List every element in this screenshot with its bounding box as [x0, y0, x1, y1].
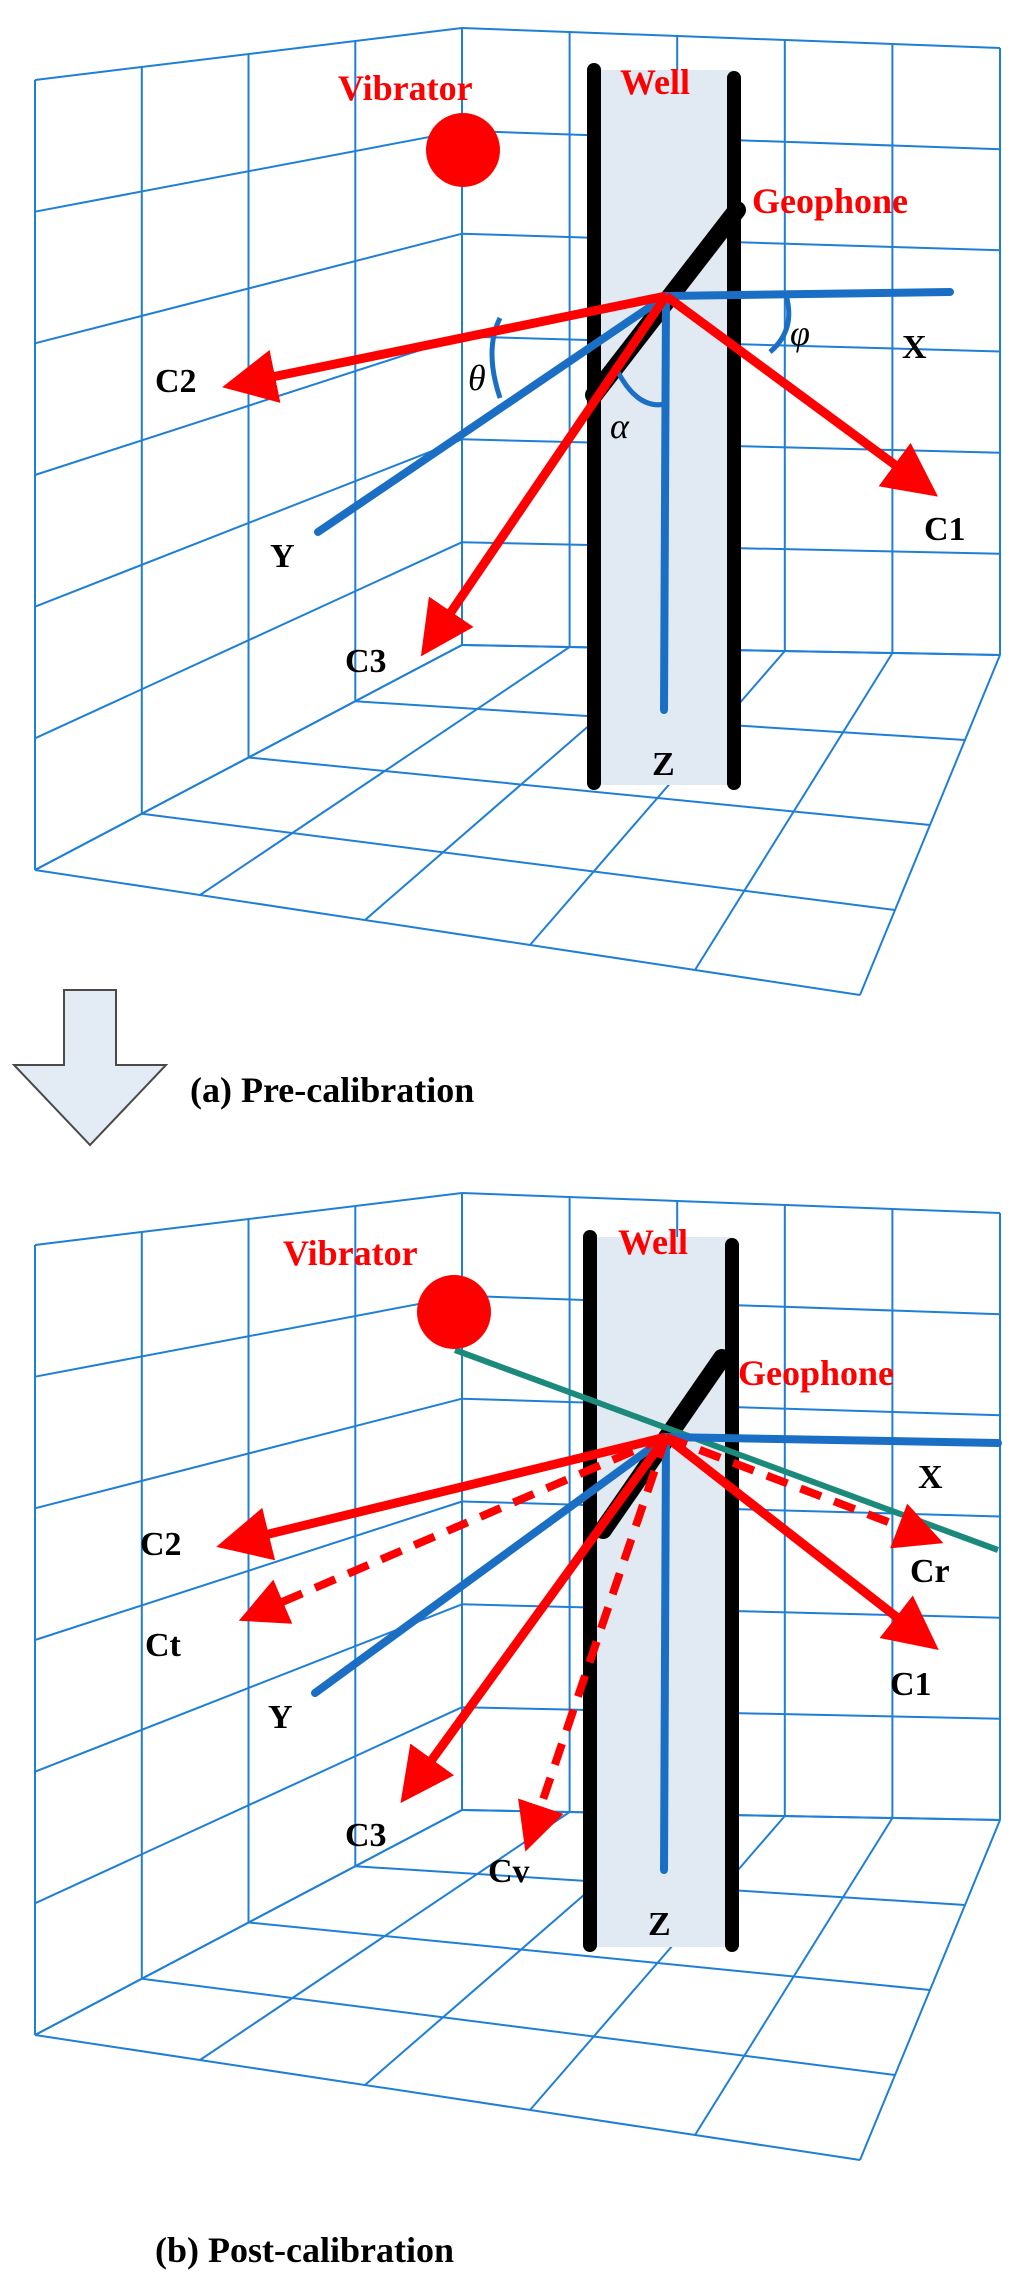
panel-b-ct-arrow	[238, 1433, 668, 1624]
panel-b-vibrator-label: Vibrator	[283, 1233, 418, 1273]
panel-a-c3-arrow	[420, 293, 670, 657]
panel-a-z-label: Z	[652, 746, 675, 783]
panel-a-vibrator-label: Vibrator	[338, 68, 473, 108]
panel-a-phi-arc	[768, 294, 792, 354]
panel-b-y-axis	[311, 1433, 670, 1697]
panel-b-vibrator-icon	[417, 1275, 491, 1349]
gridA-floor-hline	[248, 756, 931, 826]
panel-a-c1-arrow	[663, 292, 939, 497]
gridB-left-wall-hline	[34, 1706, 463, 1905]
gridA-left-wall-hline	[34, 129, 463, 213]
panel-b-c2-label: C2	[140, 1526, 182, 1563]
gridB-back-wall-hline	[461, 1192, 1001, 1214]
gridB-floor-hline	[248, 1921, 931, 1991]
panel-b-caption: (b) Post-calibration	[155, 2230, 454, 2270]
panel-a-vibrator-icon	[426, 113, 500, 187]
down-arrow-icon	[11, 989, 169, 1147]
panel-b-c2-arrow	[216, 1432, 668, 1561]
panel-b: Vibrator Well Geophone X Y Z C1 C2 C3 Cr…	[34, 1192, 1002, 2161]
panel-b-c3-label: C3	[345, 1817, 387, 1854]
panel-a-y-axis	[314, 292, 670, 536]
panel-b-cv-label: Cv	[488, 1853, 530, 1890]
panel-b-y-label: Y	[268, 1699, 293, 1736]
panel-a-x-label: X	[902, 329, 927, 366]
gridB-left-wall-hline	[34, 1397, 463, 1510]
panel-b-ct-label: Ct	[145, 1627, 182, 1664]
gridA-left-wall-hline	[34, 232, 463, 345]
gridA-left-wall-hline	[34, 335, 463, 476]
gridA-left-wall-hline	[34, 438, 463, 608]
gridB-floor-hline	[34, 2034, 861, 2161]
panel-a-c1-label: C1	[924, 511, 966, 548]
gridA-back-wall-hline	[461, 27, 1001, 49]
panel-b-x-label: X	[918, 1459, 943, 1496]
panel-b-z-axis	[660, 1433, 670, 1874]
panel-b-c1-arrow	[663, 1433, 939, 1650]
panel-b-x-axis	[662, 1433, 1002, 1447]
gridB-left-wall-hline	[34, 1603, 463, 1773]
panel-b-grid	[34, 1192, 1001, 2161]
gridB-left-wall-hline	[34, 1192, 463, 1246]
gridA-floor-hline	[141, 812, 896, 911]
panel-b-c1-label: C1	[890, 1666, 932, 1703]
panel-a-caption: (a) Pre-calibration	[190, 1070, 474, 1110]
panel-a-alpha-label: α	[610, 406, 630, 446]
gridB-left-wall-hline	[34, 1500, 463, 1641]
panel-b-cr-label: Cr	[910, 1553, 950, 1590]
panel-b-well-label: Well	[618, 1222, 688, 1262]
gridA-left-wall-hline	[34, 27, 463, 81]
gridA-left-wall-hline	[34, 541, 463, 740]
panel-a-y-label: Y	[270, 538, 295, 575]
panel-a: Vibrator Well Geophone X Y Z C1 C2 C3 θ …	[34, 27, 1001, 996]
panel-a-geophone-label: Geophone	[752, 181, 908, 221]
panel-a-c3-label: C3	[345, 643, 387, 680]
gridA-floor-hline	[34, 869, 861, 996]
panel-b-z-label: Z	[648, 1906, 671, 1943]
panel-b-geophone-label: Geophone	[738, 1353, 894, 1393]
panel-a-phi-label: φ	[790, 313, 810, 353]
panel-a-c2-arrow	[222, 291, 667, 403]
panel-a-theta-arc	[489, 316, 503, 399]
panel-a-z-axis	[660, 292, 670, 714]
panel-a-alpha-arc	[615, 370, 667, 408]
panel-a-c2-label: C2	[155, 363, 197, 400]
gridB-left-wall-hline	[34, 1294, 463, 1378]
panel-a-x-axis	[662, 288, 954, 300]
panel-a-well-label: Well	[620, 62, 690, 102]
panel-a-theta-label: θ	[468, 358, 486, 398]
panel-b-cr-arrow	[664, 1433, 944, 1549]
panel-b-c3-arrow	[400, 1434, 670, 1804]
gridB-floor-hline	[141, 1977, 896, 2076]
